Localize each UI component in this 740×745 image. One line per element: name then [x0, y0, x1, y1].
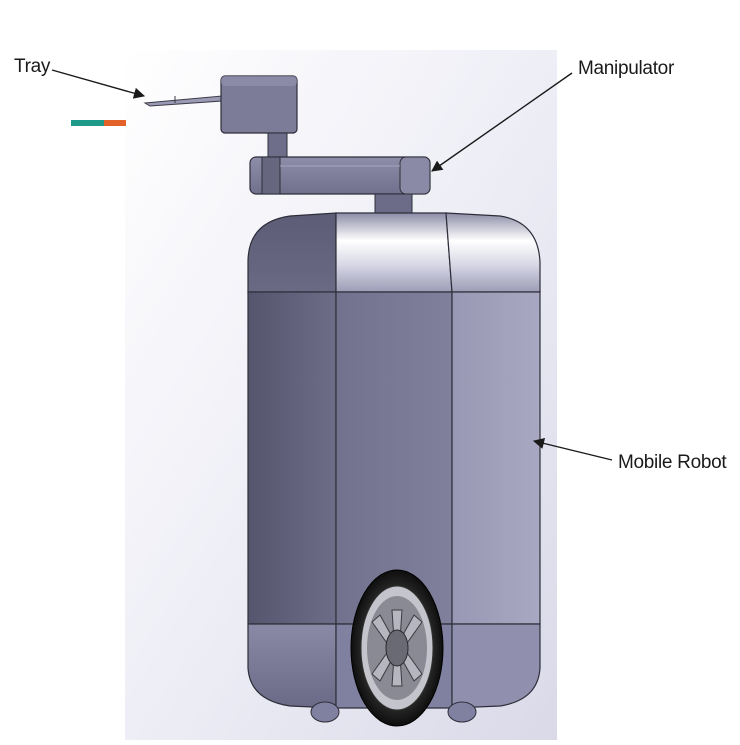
arm-base: [374, 193, 413, 215]
gripper-head: [220, 75, 298, 134]
tray-color-strip: [71, 120, 126, 126]
tray-leader-arrow: [51, 69, 146, 99]
mobile-robot-label: Mobile Robot: [618, 452, 727, 473]
drive-wheel: [350, 569, 444, 727]
caster-right: [447, 701, 477, 723]
manipulator-leader-arrow: [431, 72, 573, 172]
mobile-robot-leader-arrow: [532, 437, 613, 461]
manipulator-arm: [249, 156, 431, 195]
wrist-link: [267, 132, 288, 160]
manipulator-label: Manipulator: [578, 58, 674, 79]
tray-label: Tray: [14, 56, 51, 77]
caster-left: [310, 701, 340, 723]
